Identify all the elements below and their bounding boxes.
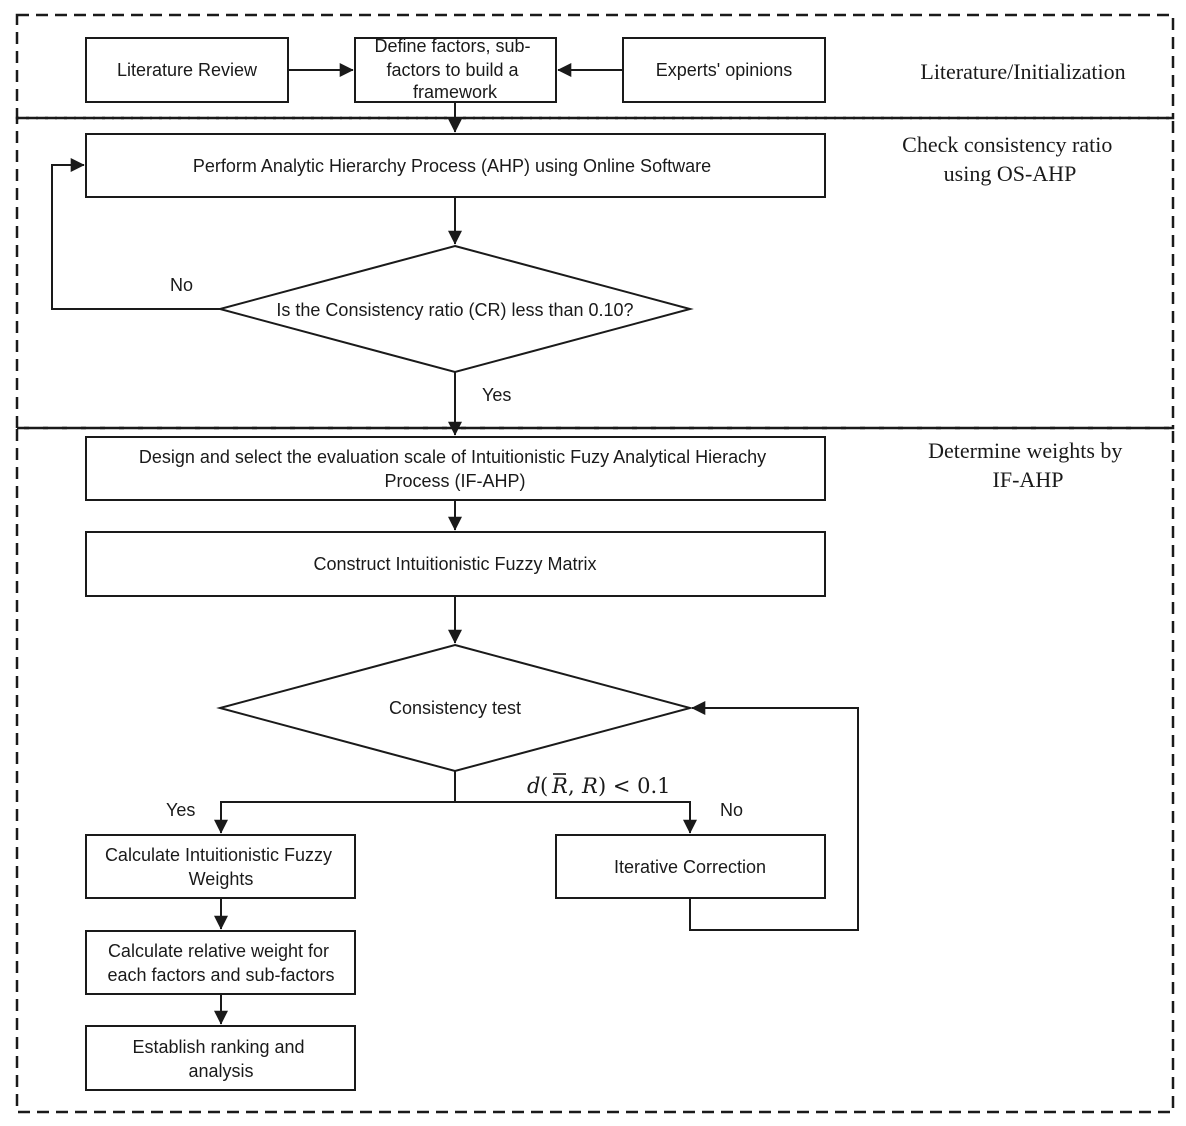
define-factors-box	[354, 37, 557, 103]
calc-relative-weight-label: Calculate relative weight for each facto…	[107, 941, 334, 985]
iterative-correction-box	[555, 834, 826, 899]
establish-ranking-label: Establish ranking and analysis	[132, 1037, 309, 1081]
literature-review-label: Literature Review	[117, 60, 258, 80]
edge-label-no-test: No	[720, 800, 743, 820]
perform-ahp-label: Perform Analytic Hierarchy Process (AHP)…	[193, 156, 711, 176]
svg-text:(: (	[540, 774, 548, 798]
arrow-cr-no-loop	[51, 158, 220, 310]
arrow-test-yes	[214, 801, 455, 834]
section-frame-if-ahp	[15, 426, 1175, 1114]
section-title-initialization: Literature/Initialization	[920, 59, 1125, 84]
section-title-os-ahp: Check consistency ratio using OS-AHP	[902, 132, 1118, 186]
perform-ahp-box	[85, 133, 826, 198]
establish-ranking-box	[85, 1025, 356, 1091]
consistency-test-label: Consistency test	[389, 698, 521, 718]
calc-if-weights-box	[85, 834, 356, 899]
svg-text:) < 0.1: ) < 0.1	[598, 774, 671, 798]
arrow-test-no	[455, 801, 697, 834]
define-factors-label: Define factors, sub- factors to build a …	[374, 36, 535, 102]
iterative-correction-label: Iterative Correction	[614, 857, 766, 877]
construct-matrix-label: Construct Intuitionistic Fuzzy Matrix	[313, 554, 596, 574]
edge-label-yes-test: Yes	[166, 800, 195, 820]
svg-text:R: R	[551, 774, 568, 798]
svg-text:,: ,	[568, 774, 575, 798]
svg-text:d: d	[527, 774, 540, 798]
calc-if-weights-label: Calculate Intuitionistic Fuzzy Weights	[105, 845, 337, 889]
edge-label-no-cr: No	[170, 275, 193, 295]
section-title-if-ahp: Determine weights by IF-AHP	[928, 438, 1128, 492]
literature-review-box	[85, 37, 289, 103]
arrow-correction-loop	[689, 701, 859, 931]
svg-text:R: R	[581, 774, 598, 798]
edge-label-yes-cr: Yes	[482, 385, 511, 405]
consistency-condition-formula: d ( R , R ) < 0.1	[527, 773, 671, 798]
cr-decision-label: Is the Consistency ratio (CR) less than …	[276, 300, 633, 320]
experts-opinions-label: Experts' opinions	[656, 60, 793, 80]
section-frame-initialization	[15, 13, 1175, 120]
design-scale-label: Design and select the evaluation scale o…	[139, 447, 771, 491]
calc-relative-weight-box	[85, 930, 356, 995]
